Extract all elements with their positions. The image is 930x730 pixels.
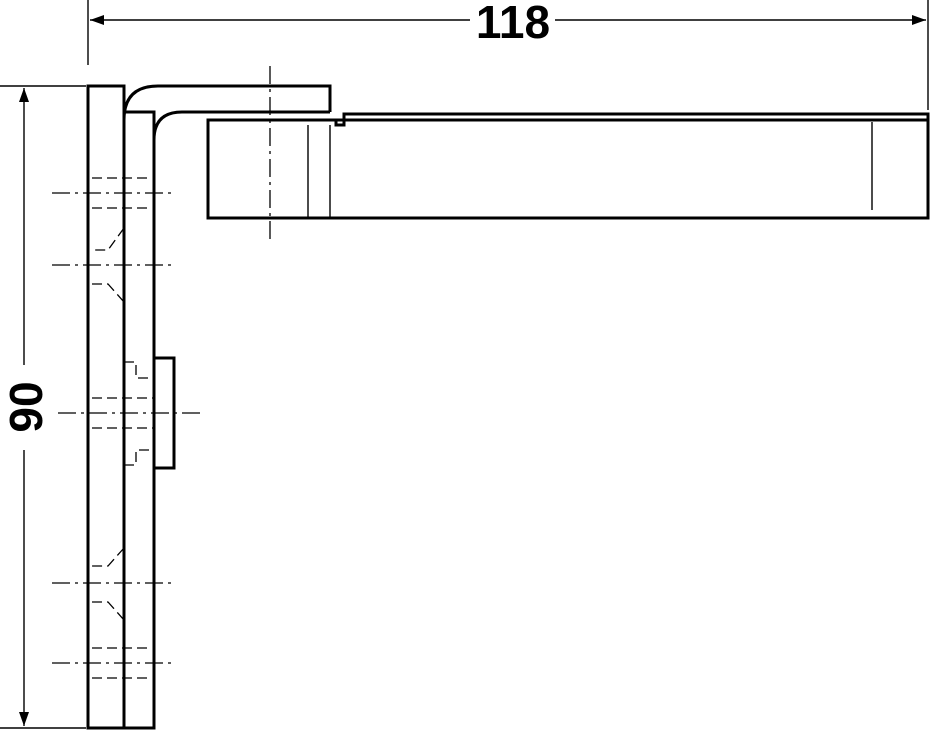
plate-inner bbox=[122, 110, 156, 730]
height-dimension-label: 90 bbox=[0, 381, 52, 432]
mounting-plate bbox=[86, 84, 156, 730]
screw-holes bbox=[52, 177, 176, 679]
hinge-top-step bbox=[208, 112, 930, 127]
bracket-arm bbox=[122, 84, 332, 728]
arm-outer-curve bbox=[122, 84, 332, 728]
arm-inner-curve bbox=[152, 110, 330, 728]
width-dimension: 118 bbox=[87, 0, 929, 110]
hole-taper-1 bbox=[92, 227, 125, 251]
block-hidden-upper bbox=[124, 361, 154, 379]
plate-outer bbox=[86, 84, 126, 730]
hinge-body bbox=[206, 66, 930, 240]
adjustment-block bbox=[58, 356, 200, 470]
width-dimension-label: 118 bbox=[476, 0, 550, 48]
block-hidden-lower bbox=[124, 449, 154, 466]
hole-taper-3 bbox=[92, 547, 125, 567]
hinge-housing bbox=[206, 118, 930, 220]
height-dimension: 90 bbox=[0, 85, 86, 729]
hole-taper-4 bbox=[92, 601, 125, 621]
hole-taper-2 bbox=[92, 283, 125, 303]
